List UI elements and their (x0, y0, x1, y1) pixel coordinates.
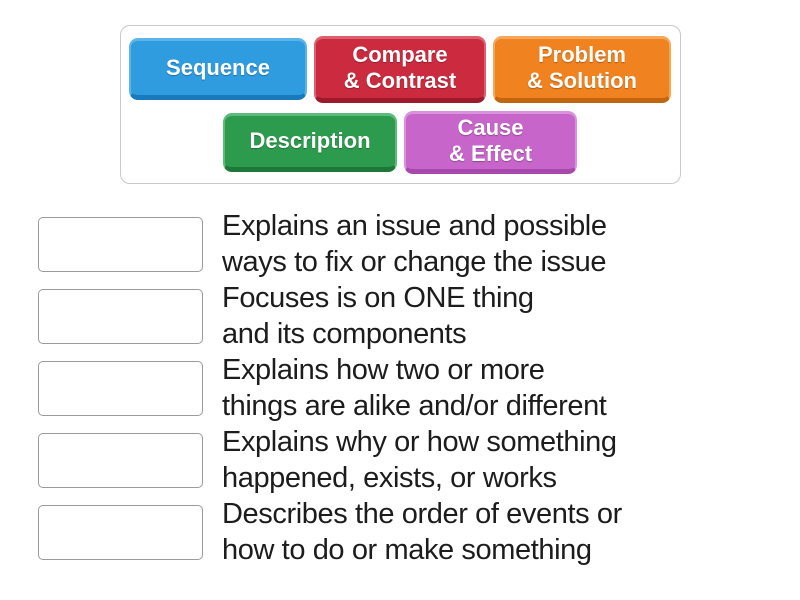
match-area: Explains an issue and possible ways to f… (38, 208, 800, 568)
match-row-2: Focuses is on ONE thing and its componen… (38, 280, 800, 352)
drop-zone-2[interactable] (38, 288, 203, 344)
match-row-4: Explains why or how something happened, … (38, 424, 800, 496)
drop-zone-1[interactable] (38, 216, 203, 272)
match-row-3: Explains how two or more things are alik… (38, 352, 800, 424)
word-bank: Sequence Compare & Contrast Problem & So… (119, 25, 681, 184)
drop-zone-3[interactable] (38, 360, 203, 416)
word-bank-row-2: Description Cause & Effect (127, 110, 674, 174)
chip-problem-solution[interactable]: Problem & Solution (493, 35, 671, 103)
word-bank-row-1: Sequence Compare & Contrast Problem & So… (127, 35, 674, 103)
clue-text-3: Explains how two or more things are alik… (222, 354, 607, 422)
clue-text-1: Explains an issue and possible ways to f… (222, 210, 607, 278)
clue-text-5: Describes the order of events or how to … (222, 498, 622, 566)
chip-compare-contrast[interactable]: Compare & Contrast (314, 35, 486, 103)
chip-cause-effect[interactable]: Cause & Effect (404, 110, 577, 174)
clue-text-4: Explains why or how something happened, … (222, 426, 617, 494)
match-row-5: Describes the order of events or how to … (38, 496, 800, 568)
chip-sequence[interactable]: Sequence (129, 38, 307, 100)
drop-zone-5[interactable] (38, 504, 203, 560)
drop-zone-4[interactable] (38, 432, 203, 488)
match-row-1: Explains an issue and possible ways to f… (38, 208, 800, 280)
chip-description[interactable]: Description (223, 112, 397, 172)
clue-text-2: Focuses is on ONE thing and its componen… (222, 282, 534, 350)
